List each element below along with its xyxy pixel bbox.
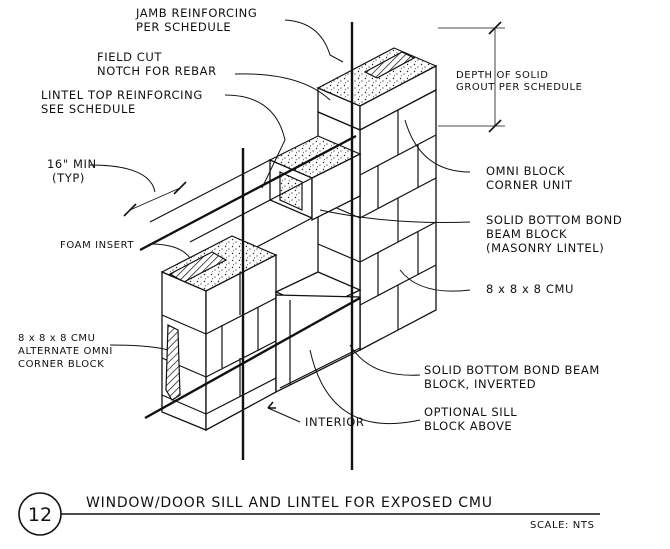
min-16-dimension: [123, 181, 187, 217]
rebar-group: [139, 22, 361, 470]
label-optional-sill-2: BLOCK ABOVE: [424, 419, 512, 433]
label-alt-omni-2: ALTERNATE OMNI: [18, 346, 113, 357]
label-min-16-1: 16" MIN: [47, 157, 97, 171]
label-lintel-top-1: LINTEL TOP REINFORCING: [41, 88, 203, 102]
right-wall: [359, 88, 437, 352]
left-jamb-column: [160, 235, 278, 432]
label-field-cut-1: FIELD CUT: [97, 50, 162, 64]
detail-number: 12: [28, 504, 52, 526]
label-bond-beam-inverted-1: SOLID BOTTOM BOND BEAM: [424, 363, 600, 377]
callout-labels: JAMB REINFORCING PER SCHEDULE FIELD CUT …: [18, 6, 622, 433]
label-foam-insert: FOAM INSERT: [60, 240, 134, 251]
label-omni-corner-1: OMNI BLOCK: [486, 164, 565, 178]
label-cmu-888: 8 x 8 x 8 CMU: [486, 282, 574, 296]
label-field-cut-2: NOTCH FOR REBAR: [97, 64, 217, 78]
sill-rebar: [144, 296, 361, 420]
label-jamb-reinforcing-2: PER SCHEDULE: [136, 20, 231, 34]
label-bond-beam-2: BEAM BLOCK: [486, 227, 567, 241]
label-alt-omni-3: CORNER BLOCK: [18, 359, 104, 370]
title-block: 12 WINDOW/DOOR SILL AND LINTEL FOR EXPOS…: [18, 492, 600, 536]
label-optional-sill-1: OPTIONAL SILL: [424, 405, 517, 419]
label-depth-grout-1: DEPTH OF SOLID: [456, 70, 549, 81]
label-bond-beam-3: (MASONRY LINTEL): [486, 241, 604, 255]
label-interior: INTERIOR: [305, 415, 365, 429]
alt-omni-section: [165, 324, 181, 401]
label-depth-grout-2: GROUT PER SCHEDULE: [456, 82, 583, 93]
grout-depth-dimension: [438, 21, 505, 133]
sill-bond-beam: [274, 271, 362, 394]
scale-note: SCALE: NTS: [530, 520, 595, 531]
label-bond-beam-1: SOLID BOTTOM BOND: [486, 213, 622, 227]
detail-title: WINDOW/DOOR SILL AND LINTEL FOR EXPOSED …: [86, 495, 493, 511]
jamb-foam-insert: [363, 51, 416, 79]
label-alt-omni-1: 8 x 8 x 8 CMU: [18, 333, 96, 344]
label-lintel-top-2: SEE SCHEDULE: [41, 102, 136, 116]
label-min-16-2: (TYP): [52, 171, 85, 185]
lintel-top-rebar: [139, 134, 357, 252]
leader-lines: [89, 19, 471, 425]
label-jamb-reinforcing-1: JAMB REINFORCING: [135, 6, 257, 20]
label-omni-corner-2: CORNER UNIT: [486, 178, 573, 192]
label-bond-beam-inverted-2: BLOCK, INVERTED: [424, 377, 536, 391]
